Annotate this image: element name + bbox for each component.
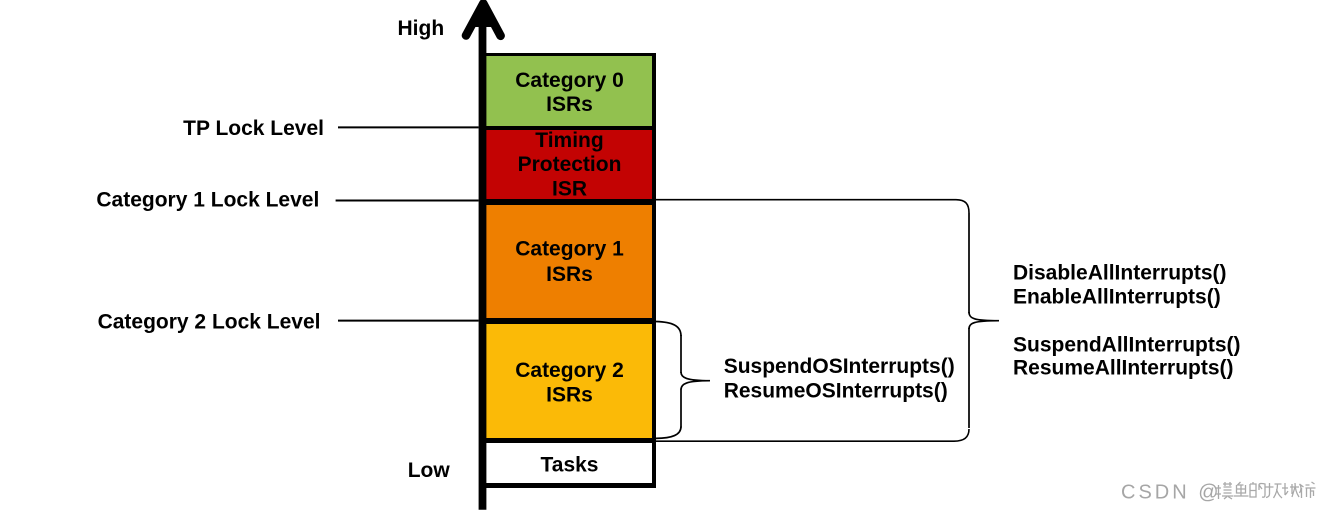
svg-text:SuspendAllInterrupts(): SuspendAllInterrupts() — [1013, 333, 1241, 356]
svg-text:DisableAllInterrupts(): DisableAllInterrupts() — [1013, 261, 1227, 284]
svg-text:Category 1 Lock Level: Category 1 Lock Level — [96, 189, 319, 212]
svg-text:ResumeAllInterrupts(): ResumeAllInterrupts() — [1013, 357, 1234, 380]
svg-text:Category 1: Category 1 — [515, 238, 624, 261]
svg-text:Category 2 Lock Level: Category 2 Lock Level — [98, 310, 321, 333]
svg-text:ISRs: ISRs — [546, 383, 593, 406]
svg-text:ISR: ISR — [552, 177, 587, 200]
svg-text:ISRs: ISRs — [546, 93, 593, 116]
svg-text:High: High — [398, 17, 445, 40]
svg-text:Category 0: Category 0 — [515, 69, 624, 92]
svg-text:Category 2: Category 2 — [515, 359, 624, 382]
svg-text:ResumeOSInterrupts(): ResumeOSInterrupts() — [724, 380, 948, 403]
svg-text:SuspendOSInterrupts(): SuspendOSInterrupts() — [724, 355, 955, 378]
svg-text:Protection: Protection — [518, 153, 622, 176]
svg-text:TP Lock Level: TP Lock Level — [183, 117, 324, 140]
svg-text:Low: Low — [408, 459, 451, 482]
svg-text:EnableAllInterrupts(): EnableAllInterrupts() — [1013, 286, 1221, 309]
svg-text:Timing: Timing — [535, 129, 603, 152]
svg-text:Tasks: Tasks — [541, 454, 599, 477]
svg-text:CSDN @: CSDN @ — [1121, 481, 1222, 503]
svg-text:ISRs: ISRs — [546, 263, 593, 286]
